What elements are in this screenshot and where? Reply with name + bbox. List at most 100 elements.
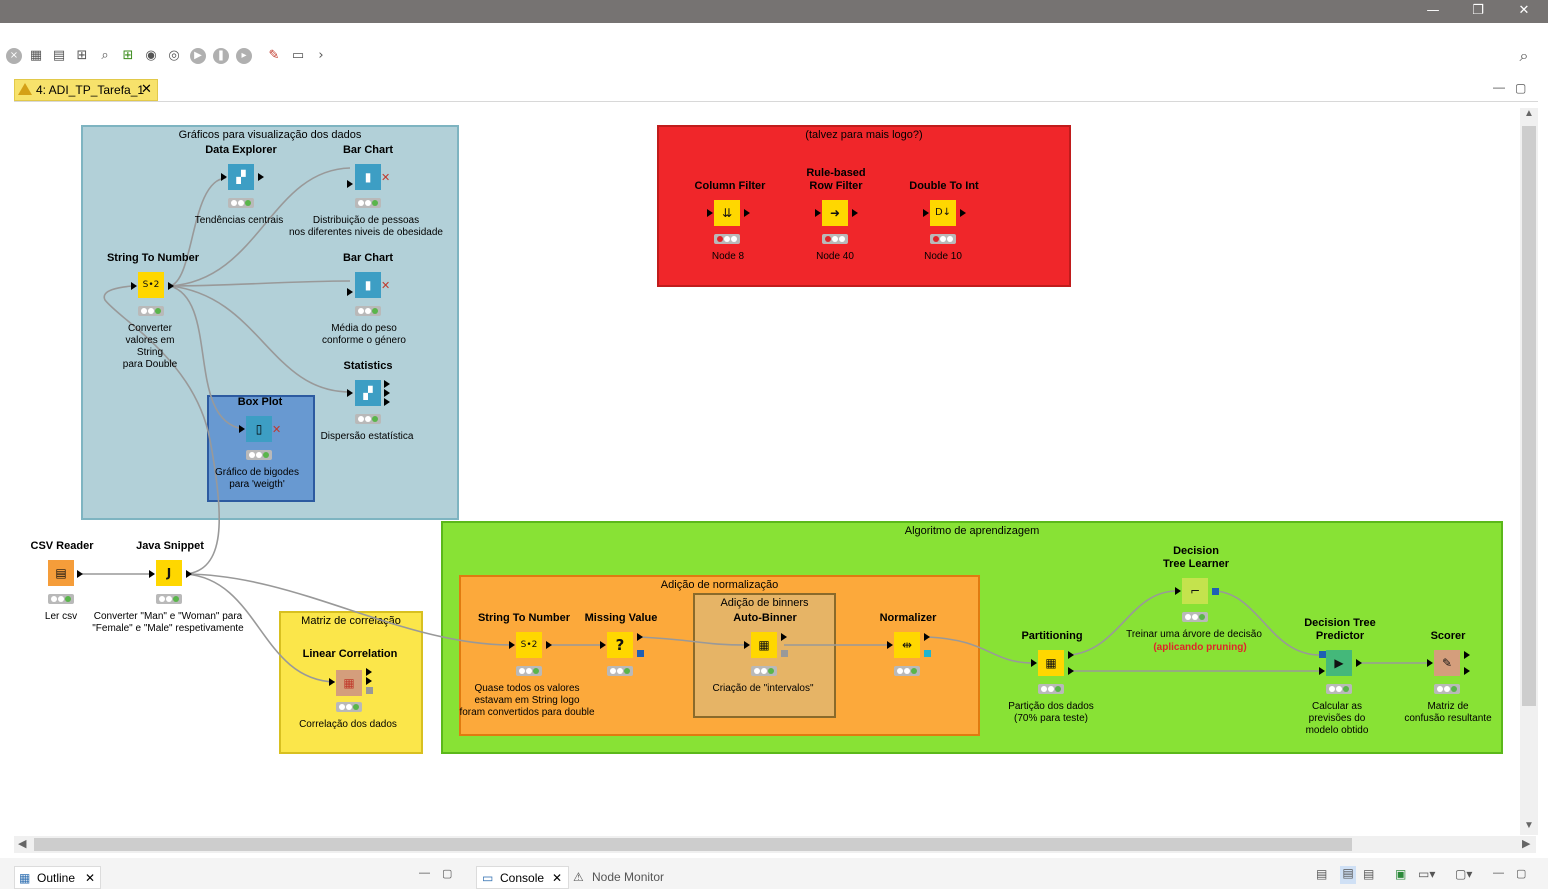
missing-value-node[interactable]: ? [607,632,633,658]
more-chevron-icon[interactable]: › [318,48,324,63]
scroll-left-icon[interactable]: ◀ [18,838,27,850]
input-port[interactable] [600,641,606,649]
output-port[interactable] [960,209,966,217]
scroll-lock-icon[interactable]: ▤ [1340,866,1356,884]
input-port[interactable] [347,288,353,296]
decision-tree-learner-node[interactable]: ⌐ [1182,578,1208,604]
tab-outline[interactable]: ▦ Outline ✕ [14,866,101,889]
data-explorer-node[interactable]: ▞ [228,164,254,190]
output-port[interactable] [924,633,930,641]
column-filter-node[interactable]: ⇊ [714,200,740,226]
input-port[interactable] [131,282,137,290]
input-port[interactable] [1427,659,1433,667]
scroll-down-icon[interactable]: ▼ [1524,820,1534,831]
rule-row-filter-node[interactable]: ➜ [822,200,848,226]
scroll-up-icon[interactable]: ▲ [1524,108,1534,119]
tab-node-monitor[interactable]: ⚠ Node Monitor [573,866,683,889]
output-port[interactable] [186,570,192,578]
partitioning-node[interactable]: ▦ [1038,650,1064,676]
decision-tree-predictor-node[interactable]: ▶ [1326,650,1352,676]
output-port[interactable] [744,209,750,217]
model-input-port[interactable] [1319,651,1326,658]
configure-icon[interactable]: ✎ [268,48,280,63]
word-wrap-icon[interactable]: ▤ [1363,867,1375,881]
input-port[interactable] [509,641,515,649]
restore-button[interactable]: ❐ [1472,3,1484,18]
statistics-node[interactable]: ▞ [355,380,381,406]
close-tab-icon[interactable]: ✕ [552,871,563,885]
model-port[interactable] [924,650,931,657]
output-port[interactable] [258,173,264,181]
output-port[interactable] [781,633,787,641]
string-to-number-node[interactable]: S•2 [138,272,164,298]
output-port[interactable] [77,570,83,578]
csv-reader-node[interactable]: ▤ [48,560,74,586]
model-port[interactable] [637,650,644,657]
input-port[interactable] [815,209,821,217]
minimize-button[interactable]: — [1426,3,1440,18]
model-port[interactable] [1212,588,1219,595]
double-to-int-node[interactable]: D↓ [930,200,956,226]
output-port[interactable] [384,389,390,397]
close-tab-icon[interactable]: ✕ [141,82,152,97]
minimize-view-icon[interactable]: — [419,867,430,879]
cancel-icon[interactable]: × [6,48,22,64]
java-snippet-node[interactable]: J [156,560,182,586]
normalizer-node[interactable]: ⇹ [894,632,920,658]
linear-correlation-node[interactable]: ▦ [336,670,362,696]
bar-chart-node[interactable]: ▮ [355,272,381,298]
step-icon[interactable]: ▸ [236,48,252,64]
output-port[interactable] [366,668,372,676]
model-port[interactable] [366,687,373,694]
hide-node-name-icon[interactable]: ◎ [168,48,180,63]
open-console-icon[interactable]: ▢▾ [1455,867,1473,881]
box-plot-node[interactable]: ▯ [246,416,272,442]
string-to-number-node[interactable]: S•2 [516,632,542,658]
pause-icon[interactable]: ❚ [213,48,229,64]
output-port[interactable] [546,641,552,649]
input-port[interactable] [923,209,929,217]
output-port[interactable] [168,282,174,290]
auto-binner-node[interactable]: ▦ [751,632,777,658]
input-port[interactable] [221,173,227,181]
output-port[interactable] [384,380,390,388]
vertical-scrollbar[interactable]: ▲ ▼ [1520,108,1538,835]
layout-icon[interactable]: ▭ [291,48,305,63]
input-port[interactable] [347,180,353,188]
input-port[interactable] [329,678,335,686]
output-port[interactable] [1356,659,1362,667]
output-port[interactable] [384,398,390,406]
input-port[interactable] [239,425,245,433]
output-port[interactable] [1068,667,1074,675]
editor-tab[interactable]: 4: ADI_TP_Tarefa_1 ✕ [14,79,158,101]
input-port[interactable] [1031,659,1037,667]
pin-console-icon[interactable]: ▣ [1395,867,1407,881]
output-port[interactable] [1068,651,1074,659]
zoom-fit-icon[interactable]: ⊞ [76,48,88,63]
search-icon[interactable]: ⌕ [1519,46,1529,65]
search-node-icon[interactable]: ⌕ [101,48,109,63]
scrollbar-thumb[interactable] [1522,126,1536,706]
maximize-view-icon[interactable]: ▢ [442,868,453,880]
output-port[interactable] [1464,651,1470,659]
input-port[interactable] [149,570,155,578]
display-console-icon[interactable]: ▭▾ [1418,867,1436,881]
annotation-boxplot[interactable] [207,395,315,502]
input-port[interactable] [707,209,713,217]
scorer-node[interactable]: ✎ [1434,650,1460,676]
clear-console-icon[interactable]: ▤ [1316,867,1328,881]
input-port[interactable] [1319,667,1325,675]
output-port[interactable] [366,677,372,685]
scroll-right-icon[interactable]: ▶ [1522,838,1531,850]
minimize-view-icon[interactable]: — [1493,867,1504,879]
input-port[interactable] [744,641,750,649]
tab-console[interactable]: ▭ Console ✕ [476,866,569,889]
bar-chart-node[interactable]: ▮ [355,164,381,190]
comment-icon[interactable]: ▤ [52,48,66,63]
input-port[interactable] [1175,587,1181,595]
table-view-icon[interactable]: ▦ [29,48,43,63]
model-port[interactable] [781,650,788,657]
input-port[interactable] [347,389,353,397]
input-port[interactable] [887,641,893,649]
output-port[interactable] [852,209,858,217]
